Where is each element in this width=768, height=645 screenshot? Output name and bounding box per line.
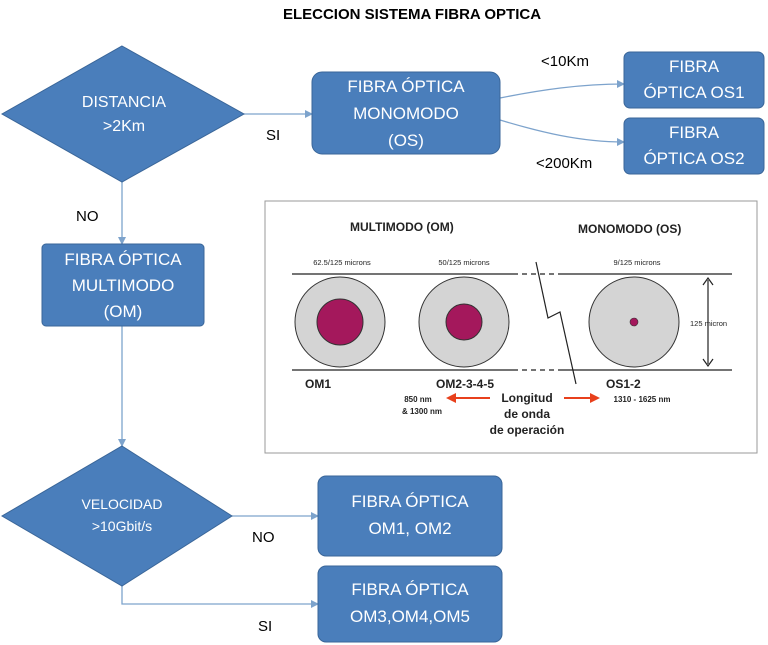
decision-distance: DISTANCIA >2Km xyxy=(0,45,246,183)
edge-monomodo-to-os1 xyxy=(499,80,625,99)
node-os2: FIBRA ÓPTICA OS2 xyxy=(623,117,765,175)
inset-label-om2-5: OM2-3-4-5 xyxy=(436,377,494,391)
inset-size-os: 9/125 microns xyxy=(613,258,660,267)
decision-speed-line2: >10Gbit/s xyxy=(92,518,152,534)
inset-longitud-line2: de onda xyxy=(504,407,550,421)
connectors xyxy=(118,80,625,608)
inset-reference-lines xyxy=(292,273,732,371)
inset-label-om1: OM1 xyxy=(305,377,331,391)
edge-monomodo-to-os2 xyxy=(499,119,625,146)
diagram-title: ELECCION SISTEMA FIBRA OPTICA xyxy=(283,6,541,23)
decision-distance-line1: DISTANCIA xyxy=(82,94,166,111)
node-monomodo-line3: (OS) xyxy=(388,131,424,150)
node-om3-om5: FIBRA ÓPTICA OM3,OM4,OM5 xyxy=(317,565,503,643)
node-om1-om2: FIBRA ÓPTICA OM1, OM2 xyxy=(317,475,503,557)
node-monomodo: FIBRA ÓPTICA MONOMODO (OS) xyxy=(311,71,501,155)
inset-diameter-label: 125 micron xyxy=(690,319,727,328)
inset-monomodo-header: MONOMODO (OS) xyxy=(578,222,681,236)
edge-label-si-distance: SI xyxy=(266,127,280,144)
inset-multimodo-header: MULTIMODO (OM) xyxy=(350,220,454,234)
node-os2-line2: ÓPTICA OS2 xyxy=(643,149,744,168)
edge-label-lt10km: <10Km xyxy=(541,53,589,70)
node-os1: FIBRA ÓPTICA OS1 xyxy=(623,51,765,109)
edge-label-no-speed: NO xyxy=(252,529,275,546)
decision-speed-line1: VELOCIDAD xyxy=(82,496,163,512)
node-multimodo-line2: MULTIMODO xyxy=(72,276,175,295)
fiber-om2-core xyxy=(445,303,483,341)
inset-diameter-arrow xyxy=(702,276,714,368)
inset-break-line xyxy=(535,261,577,385)
node-os1-line2: ÓPTICA OS1 xyxy=(643,83,744,102)
inset-wavelength-mm-line2: & 1300 nm xyxy=(402,407,442,416)
edge-label-lt200km: <200Km xyxy=(536,155,592,172)
inset-longitud-line1: Longitud xyxy=(501,391,552,405)
node-multimodo-line1: FIBRA ÓPTICA xyxy=(64,250,182,269)
fiber-inset: MULTIMODO (OM) MONOMODO (OS) 62.5/125 mi… xyxy=(264,200,758,454)
edge-label-si-speed: SI xyxy=(258,618,272,635)
inset-longitud-line3: de operación xyxy=(490,423,565,437)
inset-label-os: OS1-2 xyxy=(606,377,641,391)
node-multimodo: FIBRA ÓPTICA MULTIMODO (OM) xyxy=(41,243,205,327)
edge-label-no-distance: NO xyxy=(76,208,99,225)
fiber-os-core xyxy=(629,317,639,327)
inset-size-om2: 50/125 microns xyxy=(438,258,490,267)
node-om345-line1: FIBRA ÓPTICA xyxy=(351,580,469,599)
decision-distance-line2: >2Km xyxy=(103,118,145,135)
node-os1-line1: FIBRA xyxy=(669,57,720,76)
decision-speed: VELOCIDAD >10Gbit/s xyxy=(1,445,233,587)
inset-wavelength-mm-line1: 850 nm xyxy=(404,395,432,404)
node-monomodo-line2: MONOMODO xyxy=(353,104,459,123)
node-os2-line1: FIBRA xyxy=(669,123,720,142)
inset-wavelength-os: 1310 - 1625 nm xyxy=(614,395,671,404)
node-om12-line1: FIBRA ÓPTICA xyxy=(351,492,469,511)
fiber-om1-core xyxy=(316,298,364,346)
node-om345-line2: OM3,OM4,OM5 xyxy=(350,607,470,626)
node-monomodo-line1: FIBRA ÓPTICA xyxy=(347,77,465,96)
node-om12-line2: OM1, OM2 xyxy=(368,519,451,538)
node-multimodo-line3: (OM) xyxy=(104,302,143,321)
inset-size-om1: 62.5/125 microns xyxy=(313,258,371,267)
edge-speed-to-om345 xyxy=(121,586,319,608)
